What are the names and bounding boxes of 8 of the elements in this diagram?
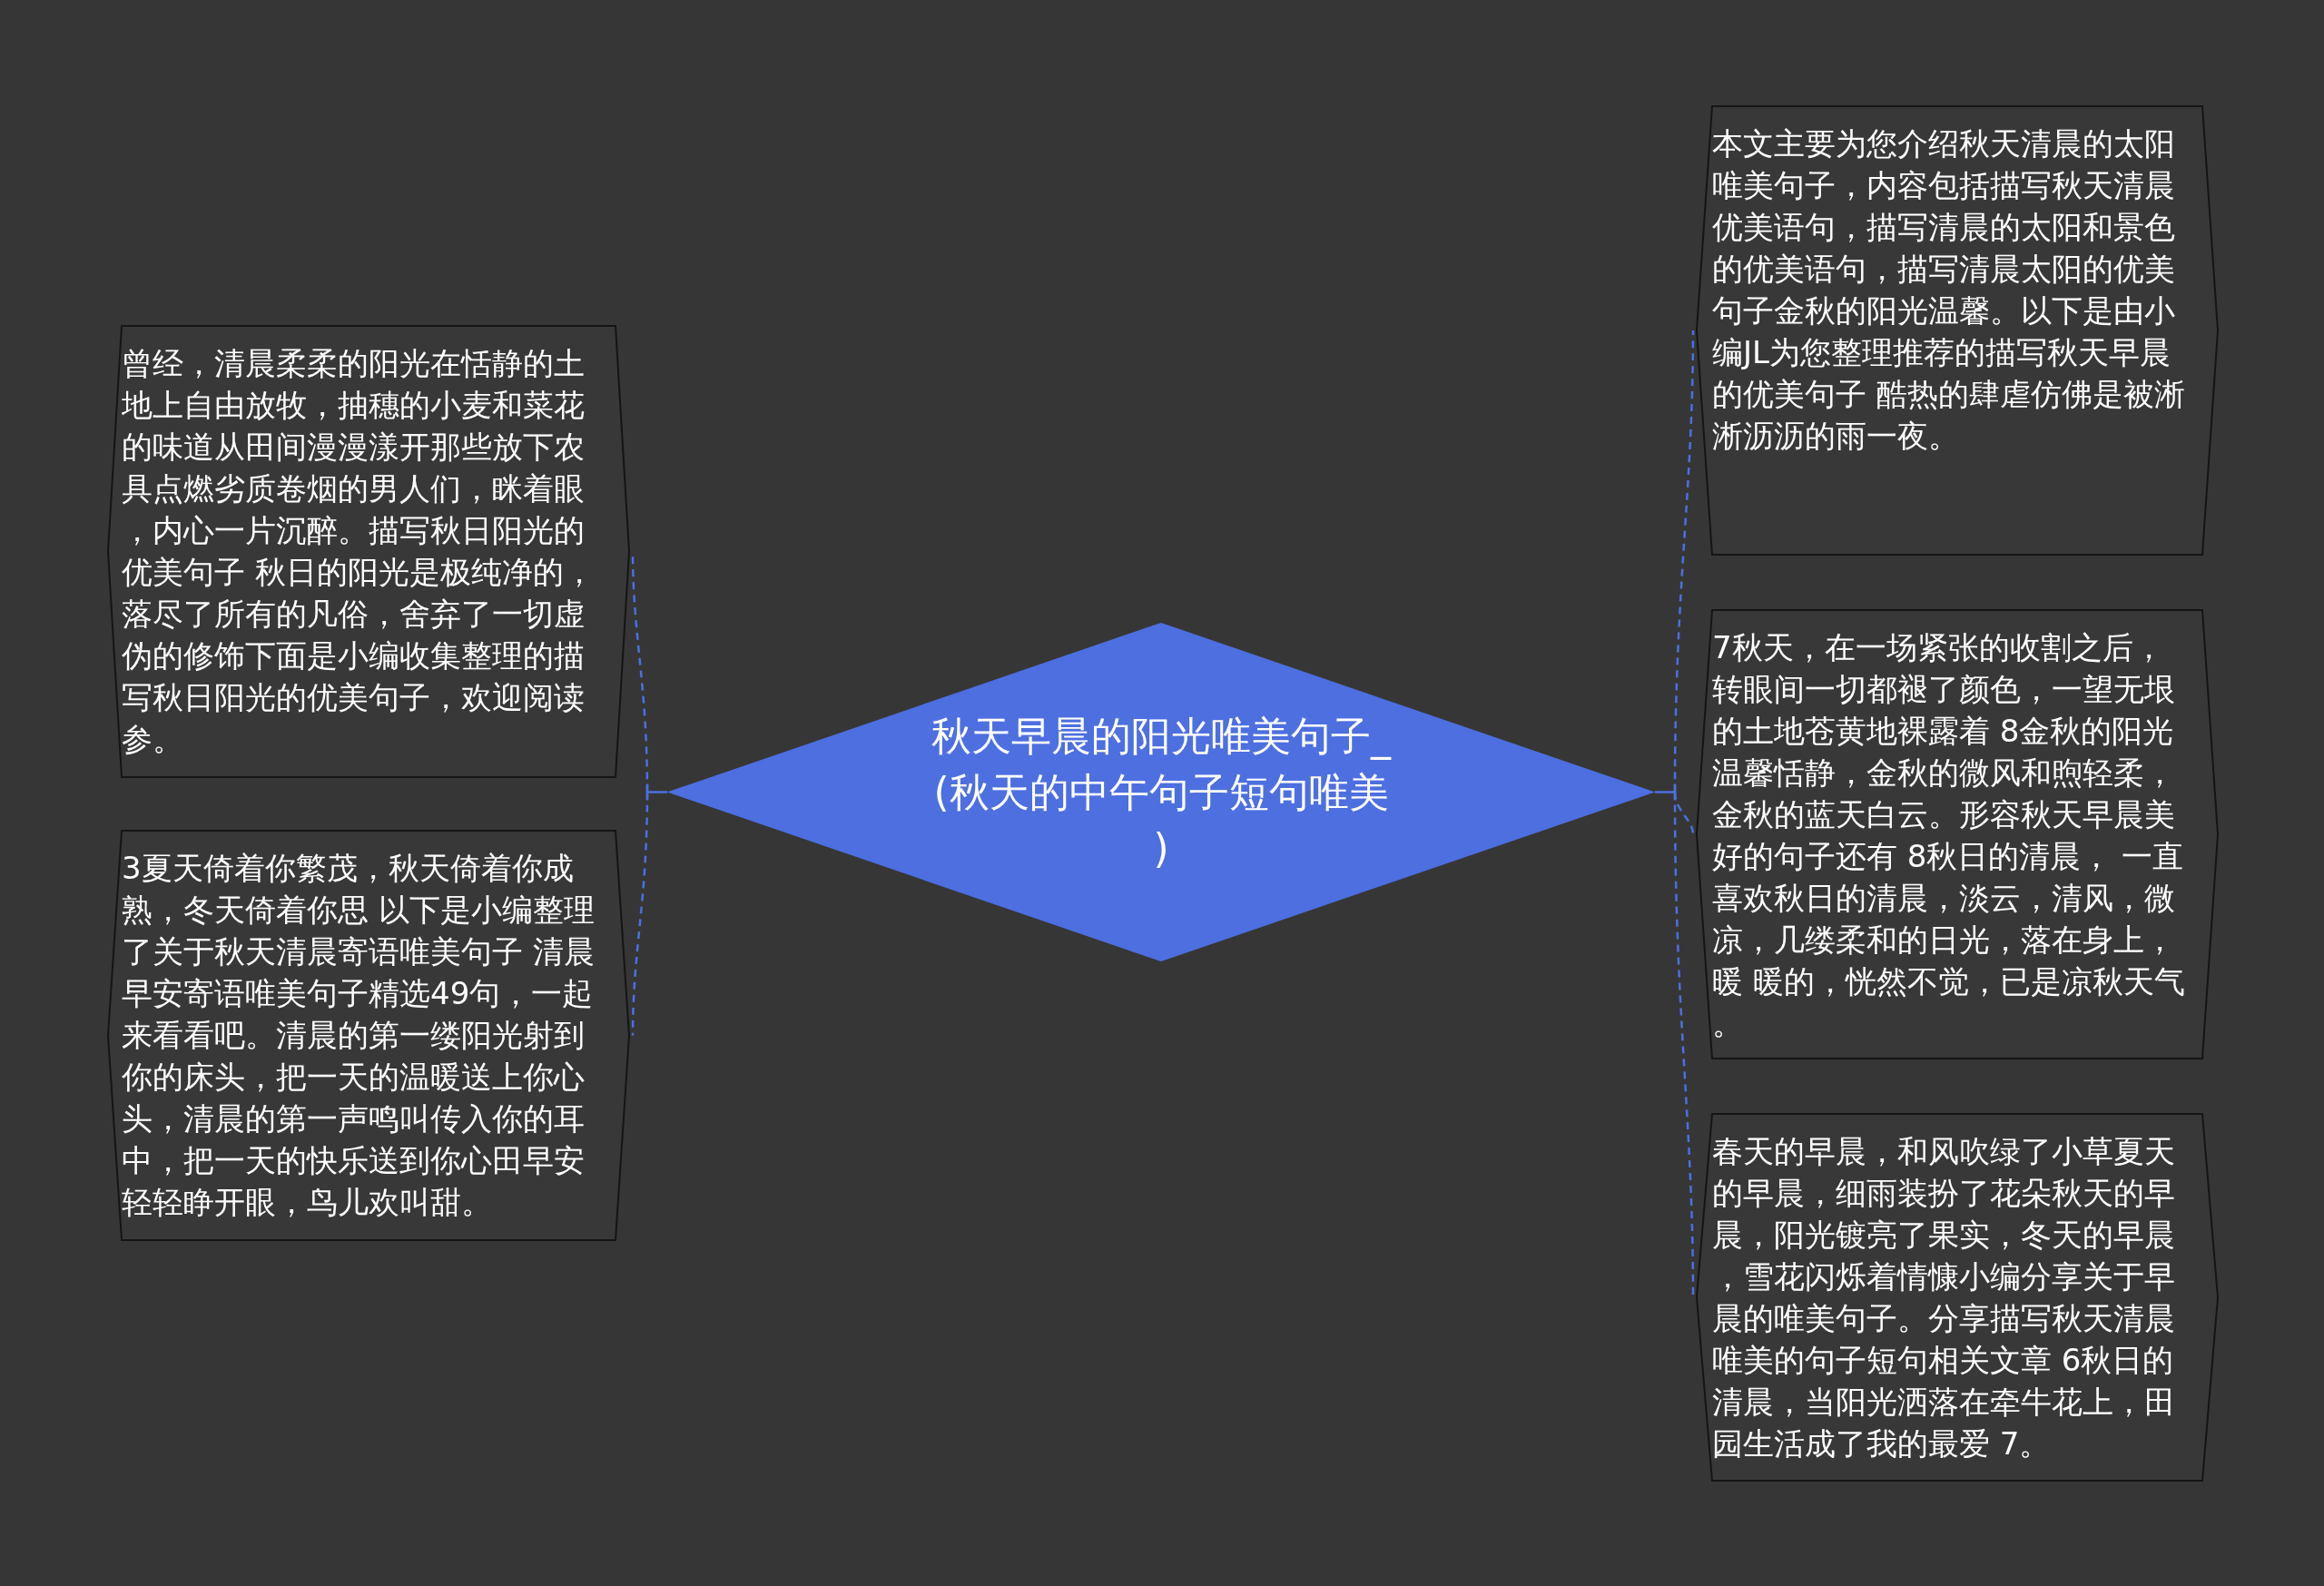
text-panel: 7秋天，在一场紧张的收割之后，转眼间一切都褪了颜色，一望无垠的土地苍黄地裸露着 8金秋的阳光温馨恬静，金秋的微风和煦轻柔，金秋的蓝天白云。形容秋天早晨美好的句子还有 8秋日的清晨， 一直喜欢秋日的清晨，淡云，清风，微凉，几缕柔和的日光，落在身上，暖 暖的，恍然不觉，已是凉秋天气。: [1696, 609, 2219, 1059]
connector-line: [631, 792, 649, 1036]
connector-line: [1673, 330, 1695, 793]
connector-line: [1673, 792, 1695, 1297]
text-panel: 3夏天倚着你繁茂，秋天倚着你成熟，冬天倚着你思 以下是小编整理了关于秋天清晨寄语唯美句子 清晨早安寄语唯美句子精选49句，一起来看看吧。清晨的第一缕阳光射到你的床头，把一天的温暖送上你心头，清晨的第一声鸣叫传入你的耳中，把一天的快乐送到你心田早安轻轻睁开眼，鸟儿欢叫甜。: [107, 830, 630, 1241]
text-panel: 曾经，清晨柔柔的阳光在恬静的土地上自由放牧，抽穗的小麦和菜花的味道从田间漫漫漾开那些放下农具点燃劣质卷烟的男人们，眯着眼，内心一片沉醉。描写秋日阳光的优美句子 秋日的阳光是极纯净的，落尽了所有的凡俗，舍弃了一切虚伪的修饰下面是小编收集整理的描写秋日阳光的优美句子，欢迎阅读参。: [107, 325, 630, 778]
text-panel: 春天的早晨，和风吹绿了小草夏天的早晨，细雨装扮了花朵秋天的早晨，阳光镀亮了果实，冬天的早晨，雪花闪烁着情慷小编分享关于早晨的唯美句子。分享描写秋天清晨唯美的句子短句相关文章 6秋日的清晨，当阳光洒落在牵牛花上，田园生活成了我的最爱 7。: [1696, 1113, 2219, 1482]
text-panel: 本文主要为您介绍秋天清晨的太阳唯美句子，内容包括描写秋天清晨优美语句，描写清晨的太阳和景色的优美语句，描写清晨太阳的优美句子金秋的阳光温馨。以下是由小编JL为您整理推荐的描写秋天早晨的优美句子 酷热的肆虐仿佛是被淅淅沥沥的雨一夜。: [1696, 105, 2219, 556]
